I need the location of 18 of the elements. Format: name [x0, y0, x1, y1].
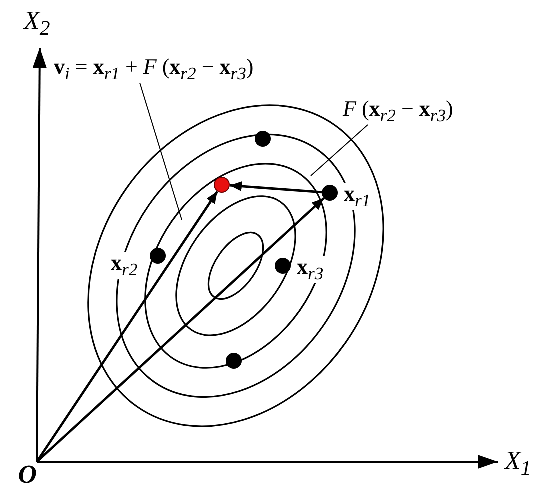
- point-label: x$_{r3}$: [296, 256, 325, 283]
- point-dot: [150, 248, 166, 264]
- point-label: x$_{r1}$: [343, 183, 372, 210]
- formula-label: F (x$_{r2}$ − x$_{r3}$): [343, 98, 454, 125]
- vector-arrow: [36, 198, 325, 463]
- vector-arrow: [230, 182, 322, 194]
- axis-label: X$_{1}$: [505, 448, 532, 480]
- trial-point-dot: [214, 177, 230, 193]
- origin-label: O: [18, 462, 37, 488]
- point-dot: [322, 185, 338, 201]
- point-label: x$_{r2}$: [110, 252, 139, 279]
- point-dot: [226, 353, 242, 369]
- point-dot: [275, 258, 291, 274]
- point-dot: [255, 131, 271, 147]
- axis-label: X$_{2}$: [24, 8, 50, 40]
- leader-line: [140, 82, 182, 220]
- leader-line: [310, 124, 368, 176]
- formula-label: v$_{i}$ = x$_{r1}$ + F (x$_{r2}$ − x$_{r3}$): [54, 56, 254, 83]
